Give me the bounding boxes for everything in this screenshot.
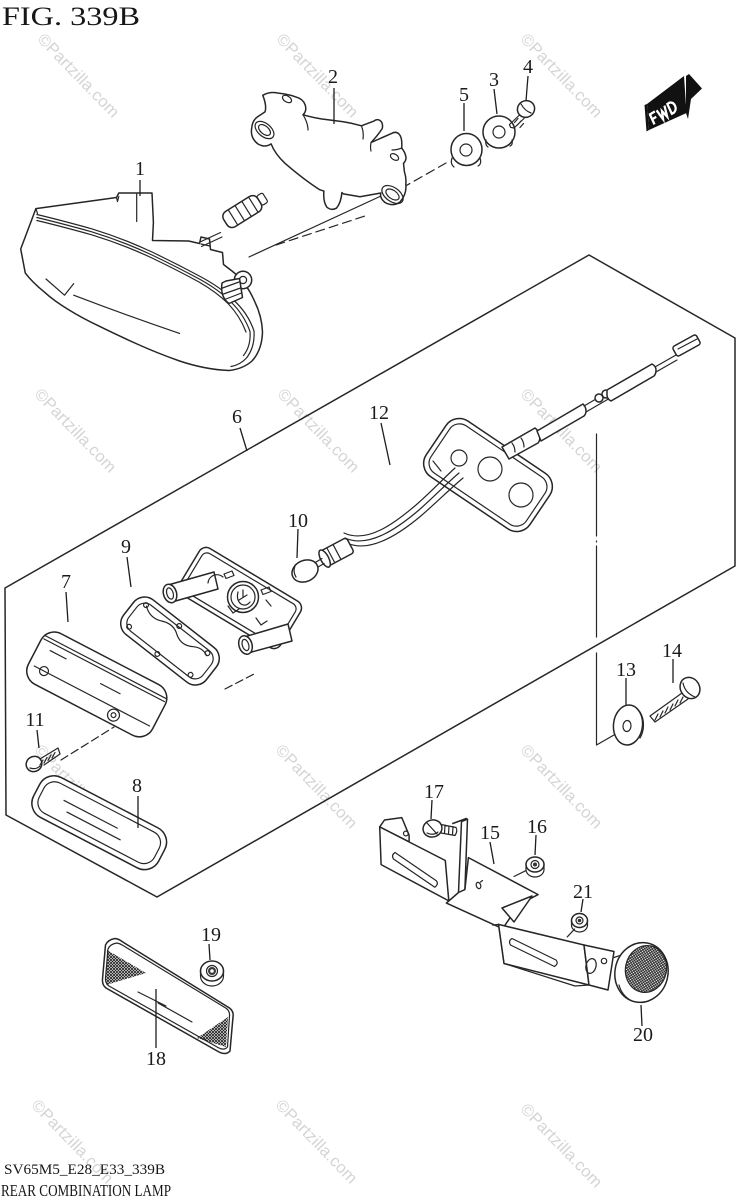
svg-text:5: 5 (459, 84, 469, 106)
svg-text:15: 15 (480, 822, 500, 844)
svg-text:9: 9 (121, 536, 131, 558)
svg-text:1: 1 (135, 158, 145, 180)
svg-text:19: 19 (201, 924, 221, 946)
svg-text:FIG. 339B: FIG. 339B (2, 2, 140, 31)
svg-text:8: 8 (132, 775, 142, 797)
svg-text:4: 4 (523, 56, 533, 78)
svg-text:13: 13 (616, 659, 636, 681)
svg-text:7: 7 (61, 571, 71, 593)
svg-text:6: 6 (232, 406, 242, 428)
svg-text:14: 14 (662, 640, 682, 662)
svg-text:16: 16 (527, 816, 547, 838)
svg-text:SV65M5_E28_E33_339B: SV65M5_E28_E33_339B (4, 1162, 165, 1178)
svg-text:12: 12 (369, 402, 389, 424)
svg-text:11: 11 (25, 709, 44, 731)
svg-text:21: 21 (573, 881, 593, 903)
svg-text:18: 18 (146, 1048, 166, 1070)
svg-text:3: 3 (489, 69, 499, 91)
svg-text:REAR COMBINATION LAMP: REAR COMBINATION LAMP (1, 1181, 171, 1200)
svg-text:20: 20 (633, 1024, 653, 1046)
svg-text:17: 17 (424, 781, 444, 803)
svg-text:10: 10 (288, 510, 308, 532)
svg-text:2: 2 (328, 66, 338, 88)
